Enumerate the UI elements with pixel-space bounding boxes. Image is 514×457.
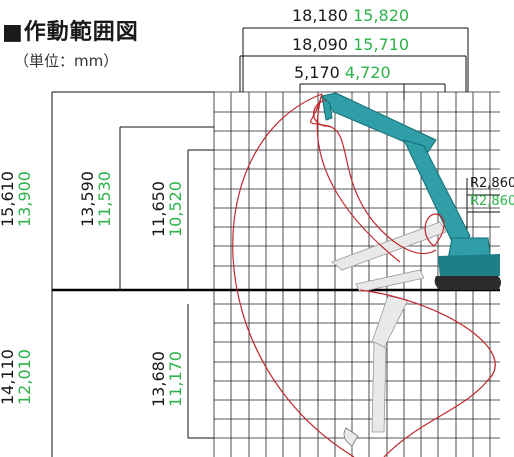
dim-value-alt: 15,710 xyxy=(353,35,410,54)
top-dim-label: 18,180 15,820 xyxy=(292,6,409,25)
dim-value: 14,110 xyxy=(0,349,17,405)
top-dim-label: 5,170 4,720 xyxy=(294,63,391,82)
dim-value: 18,180 xyxy=(292,6,348,25)
dim-value: 13,680 xyxy=(149,351,168,407)
excavator-body xyxy=(438,254,500,278)
dim-value-alt: 11,530 xyxy=(95,171,114,227)
dim-value-alt: 13,900 xyxy=(15,171,34,227)
excavator-arm xyxy=(321,94,333,121)
dim-value-alt: 12,010 xyxy=(15,349,34,405)
dim-value-alt: 11,170 xyxy=(166,351,185,407)
left-dim-label: 14,110 12,010 xyxy=(0,332,34,422)
dim-value: 18,090 xyxy=(292,35,348,54)
top-dim-label: 18,090 15,710 xyxy=(292,35,409,54)
dim-value: 11,650 xyxy=(149,181,168,237)
unit-note: （単位：mm） xyxy=(14,52,119,70)
excavator-ghost-arm xyxy=(371,341,387,433)
left-dimension-lines xyxy=(51,91,214,457)
excavator-ghost-arm xyxy=(355,269,425,293)
excavator-track xyxy=(434,276,501,290)
radius-label-alt: R2,860 xyxy=(470,194,514,209)
top-dimension-lines xyxy=(239,27,469,100)
excavator-arm xyxy=(321,92,437,153)
work-envelope xyxy=(232,93,496,457)
excavator-ghost-arm xyxy=(331,221,447,271)
left-dim-label: 15,610 13,900 xyxy=(0,154,34,244)
page-title: ■作動範囲図 xyxy=(2,20,139,45)
radius-label: R2,860 xyxy=(470,176,514,191)
excavator-boom xyxy=(403,139,471,249)
dim-value-alt: 10,520 xyxy=(166,181,185,237)
dim-value-alt: 15,820 xyxy=(353,6,410,25)
dim-value: 15,610 xyxy=(0,171,17,227)
excavator-ghost-bucket xyxy=(343,427,359,447)
dim-value: 5,170 xyxy=(294,63,340,82)
left-dim-label: 11,650 10,520 xyxy=(149,164,185,254)
dim-value: 13,590 xyxy=(78,171,97,227)
left-dim-label: 13,680 11,170 xyxy=(149,334,185,424)
left-dim-label: 13,590 11,530 xyxy=(78,154,114,244)
excavator xyxy=(321,92,501,447)
dim-value-alt: 4,720 xyxy=(344,63,391,82)
